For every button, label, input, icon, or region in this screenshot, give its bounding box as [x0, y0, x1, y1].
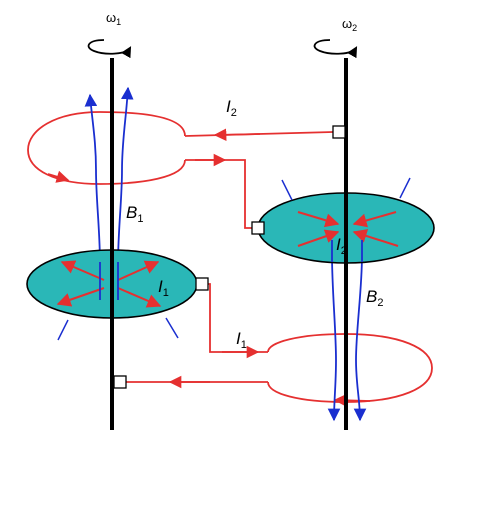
omega1-label: ω1: [106, 10, 121, 27]
label-I1-wire: I1: [236, 329, 247, 351]
label-B1: B1: [126, 203, 143, 225]
label-I2-disk: I2: [336, 235, 347, 257]
contact-left-shaft: [113, 375, 127, 389]
contact-right-disk: [251, 221, 265, 235]
field-lines-b2: [327, 254, 367, 422]
field-lines-b1: [84, 86, 134, 266]
contact-right-shaft: [332, 125, 346, 139]
rotation-icon-right: [313, 39, 358, 59]
disk-right: [257, 177, 435, 264]
rotation-icon-left: [87, 39, 132, 59]
coil-bottom-right: [124, 283, 433, 407]
omega2-label: ω2: [342, 16, 357, 33]
label-I2-wire: I2: [226, 97, 237, 119]
contact-left-disk: [195, 277, 209, 291]
label-I1-disk: I1: [158, 277, 169, 299]
label-B2: B2: [366, 287, 383, 309]
coil-top-left: [27, 111, 334, 229]
